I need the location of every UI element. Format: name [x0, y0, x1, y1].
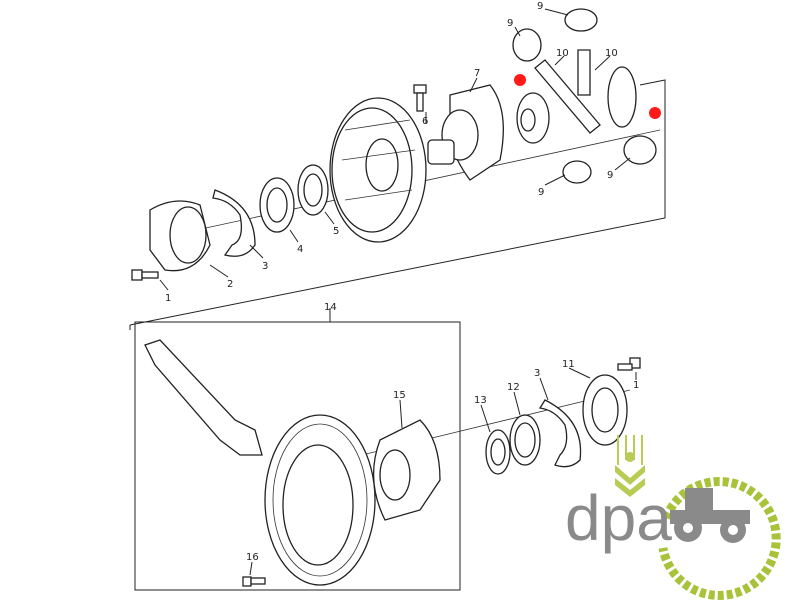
upper-assembly [129, 8, 666, 330]
part-bolt-6 [413, 84, 427, 112]
part-bolt-1b [617, 357, 641, 371]
gear-ring-icon [658, 476, 781, 600]
part-pinion-shafts [534, 49, 601, 134]
part-bearing-13 [485, 429, 511, 475]
part-ring-gear [264, 414, 376, 586]
logo-text: dpa [565, 482, 672, 554]
callout: 4 [297, 244, 303, 255]
part-snap-ring-3b [538, 399, 582, 468]
callout: 10 [605, 48, 618, 59]
part-housing-11 [582, 374, 628, 446]
part-seal [259, 177, 295, 233]
tractor-icon [670, 488, 750, 543]
callout: 9 [507, 18, 513, 29]
callout: 15 [393, 390, 406, 401]
part-bearing [297, 164, 329, 216]
callout: 2 [227, 279, 233, 290]
part-pinion-gears [512, 8, 657, 184]
frame-line [129, 79, 666, 326]
leader-lines [159, 8, 637, 576]
callout: 11 [562, 359, 575, 370]
callout: 12 [507, 382, 520, 393]
part-housing-cover [149, 200, 211, 272]
wheat-icon [615, 435, 645, 497]
callout: 16 [246, 552, 259, 563]
callout: 1 [633, 380, 639, 391]
callout: 10 [556, 48, 569, 59]
part-bolt-1 [131, 269, 159, 281]
part-bolt-16 [242, 576, 266, 587]
callout: 14 [324, 302, 337, 313]
callout: 5 [333, 226, 339, 237]
part-drive-pinion [144, 339, 263, 456]
callout: 13 [474, 395, 487, 406]
red-marker [649, 107, 661, 119]
part-seal-12 [509, 414, 541, 466]
part-snap-ring [212, 189, 256, 257]
dpa-logo: dpa [565, 435, 781, 600]
callout: 3 [534, 368, 540, 379]
callout: 9 [538, 187, 544, 198]
callout: 9 [607, 170, 613, 181]
callout-labels: 1 2 3 4 5 6 7 9 9 10 10 9 9 14 15 13 12 … [165, 1, 639, 563]
callout: 1 [165, 293, 171, 304]
callout: 9 [537, 1, 543, 12]
callout: 6 [422, 116, 428, 127]
part-side-gear [516, 92, 550, 144]
part-differential-case [427, 84, 504, 181]
callout: 7 [474, 68, 480, 79]
part-differential-carrier [329, 97, 427, 243]
red-marker [514, 74, 526, 86]
lower-right-parts [485, 357, 641, 475]
lower-assembly [134, 308, 631, 591]
part-carrier-hub [372, 419, 441, 521]
callout: 3 [262, 261, 268, 272]
